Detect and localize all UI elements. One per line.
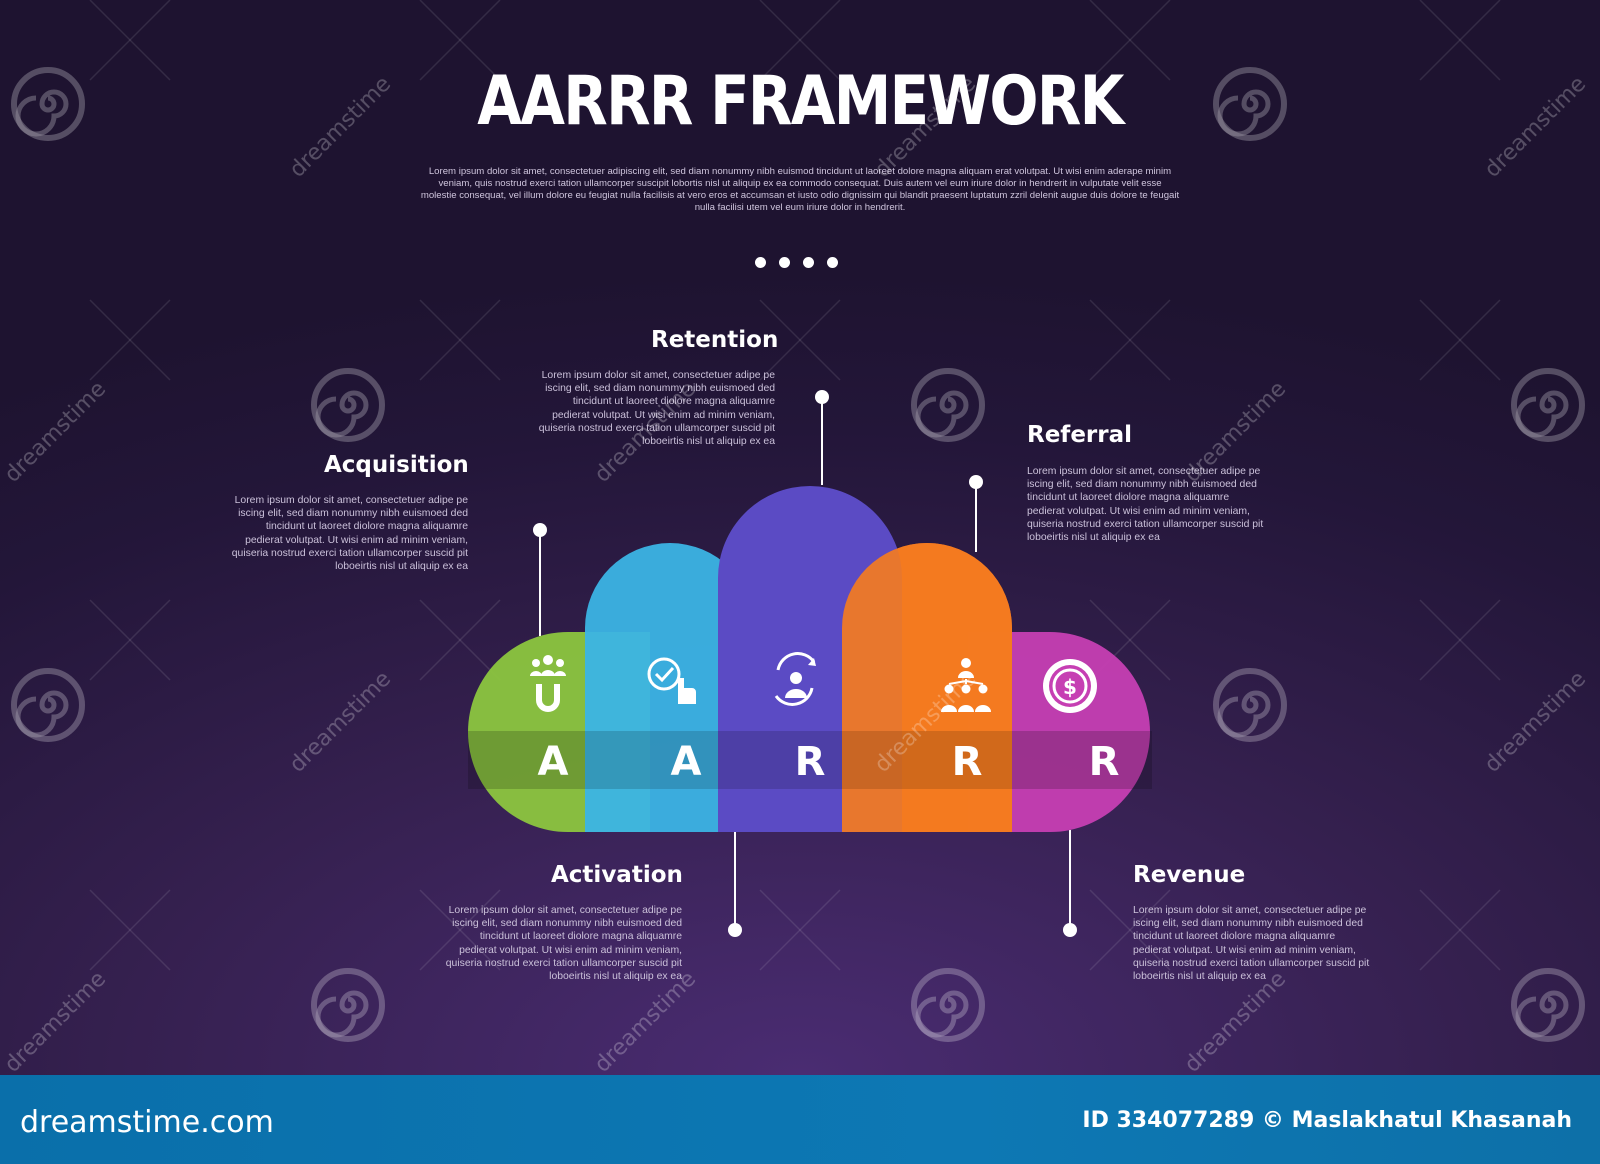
watermark-cross-line [1089,0,1171,81]
acquisition-heading: Acquisition [324,452,469,478]
aarrr-cloud-diagram: A A R R R [468,390,1152,937]
dot-4 [827,257,838,268]
activation-description: Lorem ipsum dolor sit amet, consectetuer… [445,905,682,983]
referral-description: Lorem ipsum dolor sit amet, consectetuer… [1027,466,1264,544]
watermark-cross-line [419,0,501,81]
watermark-cross-line [89,0,171,81]
watermark-cross-line [89,889,171,971]
retention-letter: R [795,739,826,785]
watermark-cross-line [1419,0,1501,81]
watermark-cross-line [89,599,171,681]
watermark-cross-line [759,0,841,81]
watermark-spiral-icon [911,968,985,1042]
touch-check-icon [647,657,696,704]
intro-paragraph: Lorem ipsum dolor sit amet, consectetuer… [420,166,1180,213]
watermark-cross-line [1419,889,1501,971]
acquisition-connector-dot [533,523,547,537]
page-title: AARRR FRAMEWORK [477,62,1124,141]
activation-heading: Activation [551,862,683,888]
referral-heading: Referral [1027,422,1133,448]
watermark-cross-line [419,889,501,971]
watermark-cross-line [759,0,841,81]
dreamstime-logo: dreamstime.com [20,1105,274,1140]
watermark-spiral-icon [1511,968,1585,1042]
watermark-cross-line [419,0,501,81]
watermark-cross-line [1419,0,1501,81]
watermark-cross-line [1089,0,1171,81]
watermark-cross-line [1419,299,1501,381]
footer-bar: dreamstime.com ID 334077289 © Maslakhatu… [0,1075,1600,1164]
watermark-cross-line [759,889,841,971]
watermark-cross-line [1089,889,1171,971]
watermark-cross-line [759,889,841,971]
activation-letter: A [671,739,702,785]
watermark-cross-line [89,599,171,681]
watermark-cross-line [89,889,171,971]
watermark-cross-line [1419,599,1501,681]
dollar-coin-icon: $ [1043,659,1097,713]
referral-connector-dot [969,475,983,489]
image-credit: ID 334077289 © Maslakhatul Khasanah [1082,1108,1572,1133]
watermark-cross-line [419,889,501,971]
watermark-spiral-icon [311,968,385,1042]
revenue-description: Lorem ipsum dolor sit amet, consectetuer… [1133,905,1370,983]
referral-network-icon [941,658,991,712]
retention-connector-dot [815,390,829,404]
dot-3 [803,257,814,268]
watermark-cross-line [89,299,171,381]
user-cycle-icon [774,652,816,706]
connector-lines [533,390,1077,937]
revenue-connector-dot [1063,923,1077,937]
watermark-cross-line [1419,299,1501,381]
acquisition-letter: A [538,739,569,785]
watermark-cross-line [759,299,841,381]
watermark-spiral-icon [11,67,85,141]
svg-text:$: $ [1063,675,1077,699]
watermark-cross-line [419,299,501,381]
dot-1 [755,257,766,268]
revenue-heading: Revenue [1133,862,1246,888]
watermark-cross-line [1089,599,1171,681]
revenue-letter: R [1089,739,1120,785]
watermark-cross-line [419,299,501,381]
watermark-cross-line [419,599,501,681]
watermark-spiral-icon [1213,668,1287,742]
referral-letter: R [952,739,983,785]
watermark-cross-line [419,599,501,681]
watermark-cross-line [1089,889,1171,971]
referral-block-front [842,543,1012,832]
retention-heading: Retention [651,327,779,353]
watermark-spiral-icon [11,668,85,742]
infographic-canvas: AARRR FRAMEWORK Lorem ipsum dolor sit am… [0,0,1600,1075]
retention-description: Lorem ipsum dolor sit amet, consectetuer… [538,370,775,448]
activation-connector-dot [728,923,742,937]
watermark-spiral-icon [311,368,385,442]
watermark-spiral-icon [1213,67,1287,141]
dot-2 [779,257,790,268]
watermark-spiral-icon [911,368,985,442]
watermark-cross-line [1419,599,1501,681]
watermark-cross-line [759,299,841,381]
watermark-cross-line [89,299,171,381]
acquisition-description: Lorem ipsum dolor sit amet, consectetuer… [231,495,468,573]
watermark-cross-line [89,0,171,81]
watermark-cross-line [1089,299,1171,381]
watermark-spiral-icon [1511,368,1585,442]
watermark-cross-line [1089,299,1171,381]
watermark-cross-line [1419,889,1501,971]
users-magnet-icon [530,655,566,712]
